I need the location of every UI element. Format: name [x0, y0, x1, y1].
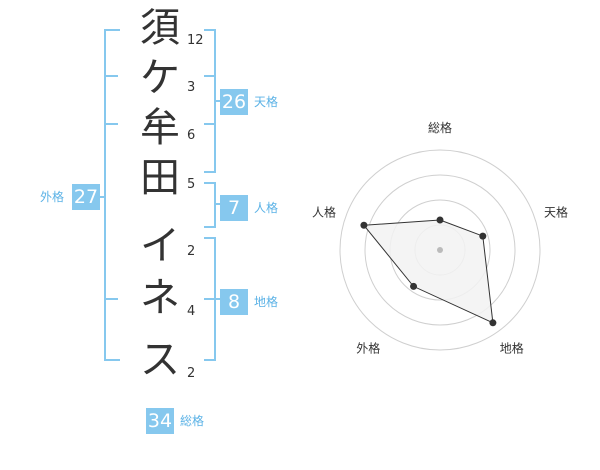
tenkaku-label: 天格: [254, 95, 279, 109]
stroke-count-7: 2: [187, 366, 196, 381]
stroke-count-5: 2: [187, 244, 196, 259]
gaikaku-tick-3: [104, 298, 118, 300]
stroke-count-1: 12: [187, 33, 204, 48]
tenkaku-tick-2: [204, 123, 216, 125]
radar-polygon: [362, 219, 494, 324]
soukaku-value-badge: 34: [146, 408, 174, 434]
soukaku-label: 総格: [180, 414, 205, 428]
chikaku-tick-1: [204, 298, 216, 300]
radar-point-4: [410, 282, 418, 290]
tenkaku-tick-1: [204, 75, 216, 77]
tenkaku-bracket: [204, 29, 216, 173]
gaikaku-tick-2: [104, 123, 118, 125]
gaikaku-value-badge: 27: [72, 184, 100, 210]
radar-axis-label-3: 地格: [500, 341, 524, 356]
gaikaku-tick-1: [104, 75, 118, 77]
chikaku-value-badge: 8: [220, 289, 248, 315]
jinkaku-label: 人格: [254, 201, 279, 215]
jinkaku-value-badge: 7: [220, 195, 248, 221]
radar-axis-label-2: 天格: [544, 204, 568, 219]
stroke-count-6: 4: [187, 304, 196, 319]
radar-grid-ring: [364, 174, 516, 326]
tenkaku-value-badge: 26: [220, 89, 248, 115]
radar-axis-label-4: 外格: [356, 341, 380, 356]
gaikaku-label: 外格: [40, 190, 65, 204]
radar-point-1: [436, 216, 444, 224]
radar-point-3: [489, 319, 497, 327]
gaikaku-connector: [98, 196, 106, 198]
stroke-count-4: 5: [187, 177, 196, 192]
radar-axis-label-1: 総格: [428, 120, 452, 135]
radar-axis-label-5: 人格: [312, 204, 336, 219]
radar-grid-ring: [339, 149, 541, 351]
jinkaku-connector: [216, 203, 222, 205]
stroke-count-2: 3: [187, 80, 196, 95]
radar-center-dot: [437, 247, 443, 253]
jinkaku-bracket: [204, 182, 216, 228]
radar-point-2: [479, 232, 487, 240]
tenkaku-connector: [216, 100, 222, 102]
stroke-count-3: 6: [187, 128, 196, 143]
radar-point-5: [360, 221, 368, 229]
chikaku-label: 地格: [254, 295, 279, 309]
gaikaku-bracket: [104, 29, 120, 361]
chikaku-connector: [216, 298, 222, 300]
